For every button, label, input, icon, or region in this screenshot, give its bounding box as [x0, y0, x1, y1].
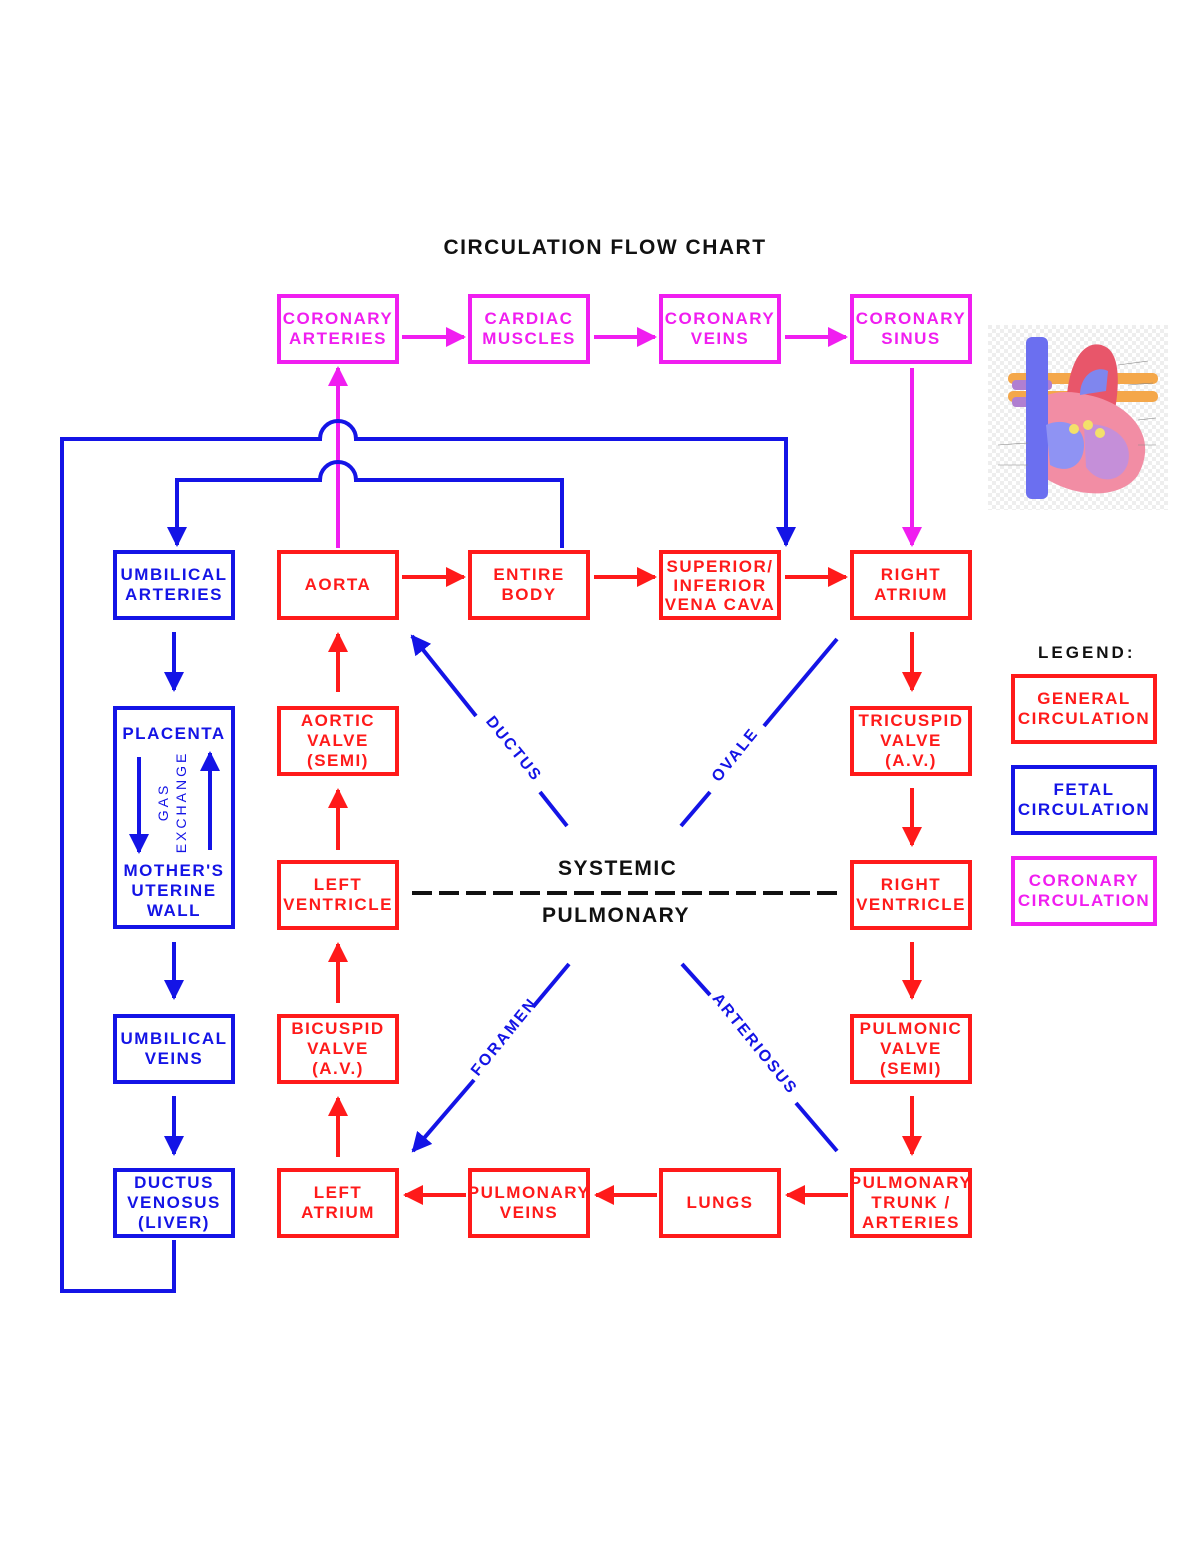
box-coronary-sinus: CORONARY SINUS [850, 294, 972, 364]
box-entire-body: ENTIRE BODY [468, 550, 590, 620]
box-vena-cava: SUPERIOR/ INFERIOR VENA CAVA [659, 550, 781, 620]
box-tricuspid-valve: TRICUSPID VALVE (A.V.) [850, 706, 972, 776]
box-pulmonary-veins: PULMONARY VEINS [468, 1168, 590, 1238]
box-coronary-veins: CORONARY VEINS [659, 294, 781, 364]
mothers-uterine-wall: MOTHER'S UTERINE WALL [123, 861, 225, 920]
path-entire-body-to-umbilical-arteries [167, 460, 564, 548]
legend-fetal-circulation: FETAL CIRCULATION [1011, 765, 1157, 835]
gas-exchange-label-2: EXCHANGE [173, 751, 189, 854]
path-ductus-venosus-to-vena-cava [60, 419, 796, 1293]
box-umbilical-veins: UMBILICAL VEINS [113, 1014, 235, 1084]
arrow-arteriosus-part2 [794, 1101, 839, 1153]
label-pulmonary: PULMONARY [542, 904, 691, 927]
box-right-ventricle: RIGHT VENTRICLE [850, 860, 972, 930]
label-ductus: DUCTUS [482, 713, 545, 785]
arrow-ductus-part1 [410, 634, 478, 718]
legend-general-circulation: GENERAL CIRCULATION [1011, 674, 1157, 744]
arrow-arteriosus-part1 [680, 962, 712, 997]
arrow-ductus-part2 [538, 790, 569, 828]
box-coronary-arteries: CORONARY ARTERIES [277, 294, 399, 364]
legend-coronary-circulation: CORONARY CIRCULATION [1011, 856, 1157, 926]
legend-title: LEGEND: [1038, 643, 1136, 662]
box-placenta: PLACENTA MOTHER'S UTERINE WALL [113, 706, 235, 929]
arrow-foramen-part1 [531, 962, 571, 1009]
box-aortic-valve: AORTIC VALVE (SEMI) [277, 706, 399, 776]
chart-title: CIRCULATION FLOW CHART [443, 236, 767, 259]
box-umbilical-arteries: UMBILICAL ARTERIES [113, 550, 235, 620]
heart-illustration [988, 325, 1168, 510]
box-pulmonic-valve: PULMONIC VALVE (SEMI) [850, 1014, 972, 1084]
gas-exchange-label-1: GAS [155, 783, 171, 822]
box-right-atrium: RIGHT ATRIUM [850, 550, 972, 620]
box-lungs: LUNGS [659, 1168, 781, 1238]
box-left-ventricle: LEFT VENTRICLE [277, 860, 399, 930]
label-systemic: SYSTEMIC [558, 857, 678, 880]
arrow-ovale-part1 [762, 637, 839, 728]
arrow-foramen-part2 [411, 1078, 476, 1153]
label-ovale: OVALE [709, 725, 762, 785]
box-cardiac-muscles: CARDIAC MUSCLES [468, 294, 590, 364]
label-foramen: FORAMEN [468, 995, 541, 1079]
box-aorta: AORTA [277, 550, 399, 620]
box-ductus-venosus: DUCTUS VENOSUS (LIVER) [113, 1168, 235, 1238]
box-pulmonary-trunk: PULMONARY TRUNK / ARTERIES [850, 1168, 972, 1238]
arrow-ovale-part2 [679, 790, 712, 828]
label-arteriosus: ARTERIOSUS [709, 990, 801, 1098]
box-bicuspid-valve: BICUSPID VALVE (A.V.) [277, 1014, 399, 1084]
box-left-atrium: LEFT ATRIUM [277, 1168, 399, 1238]
